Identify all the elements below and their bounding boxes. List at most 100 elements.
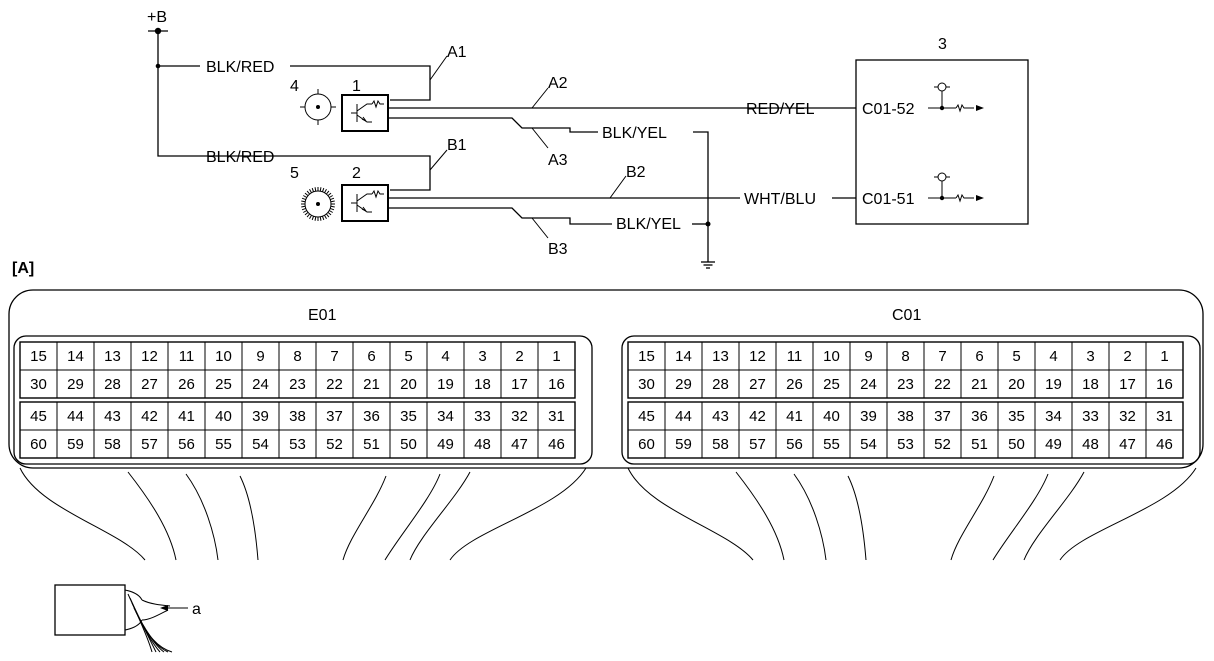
terminal-number: 56 xyxy=(178,436,195,453)
terminal-number: 9 xyxy=(864,348,872,365)
terminal-number: 43 xyxy=(104,408,121,425)
terminal-number: 38 xyxy=(897,408,914,425)
terminal-number: 36 xyxy=(971,408,988,425)
terminal-number: 52 xyxy=(934,436,951,453)
terminal-number: 14 xyxy=(67,348,84,365)
terminal-number: 57 xyxy=(749,436,766,453)
terminal-number: 40 xyxy=(823,408,840,425)
callout-a2: A2 xyxy=(548,75,568,92)
terminal-number: 33 xyxy=(1082,408,1099,425)
terminal-number: 3 xyxy=(1086,348,1094,365)
rotor-4 xyxy=(300,89,336,125)
supply-wire xyxy=(157,31,290,157)
terminal-number: 32 xyxy=(511,408,528,425)
connector-c01 xyxy=(621,335,1201,465)
component-label-3: 3 xyxy=(938,36,947,53)
terminal-number: 39 xyxy=(860,408,877,425)
terminal-number: 59 xyxy=(67,436,84,453)
ecm-pullup-lower xyxy=(928,172,984,203)
terminal-number: 25 xyxy=(823,376,840,393)
terminal-number: 23 xyxy=(897,376,914,393)
terminal-number: 44 xyxy=(675,408,692,425)
harness-legend: a xyxy=(54,584,201,653)
terminal-number: 5 xyxy=(1012,348,1020,365)
terminal-number: 35 xyxy=(1008,408,1025,425)
terminal-number: 18 xyxy=(1082,376,1099,393)
terminal-number: 10 xyxy=(823,348,840,365)
terminal-number: 40 xyxy=(215,408,232,425)
terminal-number: 51 xyxy=(363,436,380,453)
terminal-number: 50 xyxy=(1008,436,1025,453)
terminal-number: 18 xyxy=(474,376,491,393)
terminal-number: 21 xyxy=(363,376,380,393)
terminal-number: 15 xyxy=(638,348,655,365)
terminal-number: 13 xyxy=(712,348,729,365)
component-label-4: 4 xyxy=(290,78,299,95)
callout-b2: B2 xyxy=(626,164,646,181)
connector-e01 xyxy=(13,335,593,465)
terminal-number: 11 xyxy=(179,348,195,365)
terminal-number: 56 xyxy=(786,436,803,453)
component-label-2: 2 xyxy=(352,165,361,182)
terminal-number: 37 xyxy=(934,408,951,425)
terminal-number: 20 xyxy=(1008,376,1025,393)
terminal-number: 31 xyxy=(548,408,565,425)
terminal-number: 54 xyxy=(252,436,269,453)
terminal-number: 8 xyxy=(901,348,909,365)
terminal-number: 41 xyxy=(178,408,195,425)
terminal-number: 17 xyxy=(511,376,528,393)
terminal-number: 43 xyxy=(712,408,729,425)
terminal-number: 19 xyxy=(1045,376,1062,393)
wire-b1 xyxy=(290,155,431,191)
terminal-number: 12 xyxy=(141,348,158,365)
ground-wire xyxy=(693,131,709,262)
terminal-number: 54 xyxy=(860,436,877,453)
ground-symbol xyxy=(701,261,715,269)
legend-label-a: a xyxy=(192,601,201,618)
terminal-number: 19 xyxy=(437,376,454,393)
terminal-number: 45 xyxy=(30,408,47,425)
terminal-number: 13 xyxy=(104,348,121,365)
connector-name-c01: C01 xyxy=(892,307,921,324)
callout-a3: A3 xyxy=(548,152,568,169)
terminal-number: 39 xyxy=(252,408,269,425)
terminal-number: 4 xyxy=(1049,348,1057,365)
ecm-terminal-lower: C01-51 xyxy=(862,191,915,208)
terminal-number: 32 xyxy=(1119,408,1136,425)
terminal-number: 6 xyxy=(975,348,983,365)
terminal-number: 29 xyxy=(67,376,84,393)
terminal-number: 50 xyxy=(400,436,417,453)
callout-b1: B1 xyxy=(447,137,467,154)
terminal-number: 11 xyxy=(787,348,803,365)
terminal-number: 2 xyxy=(515,348,523,365)
component-label-1: 1 xyxy=(352,78,361,95)
terminal-number: 17 xyxy=(1119,376,1136,393)
terminal-number: 27 xyxy=(141,376,158,393)
terminal-number: 35 xyxy=(400,408,417,425)
terminal-number: 1 xyxy=(1160,348,1168,365)
terminal-number: 33 xyxy=(474,408,491,425)
ecm-pullup-upper xyxy=(928,82,984,113)
terminal-number: 28 xyxy=(104,376,121,393)
terminal-number: 38 xyxy=(289,408,306,425)
wire-label-a3: BLK/YEL xyxy=(602,125,667,142)
wire-a3 xyxy=(388,117,598,133)
terminal-number: 60 xyxy=(638,436,655,453)
terminal-number: 49 xyxy=(437,436,454,453)
terminal-number: 10 xyxy=(215,348,232,365)
terminal-number: 46 xyxy=(548,436,565,453)
terminal-number: 47 xyxy=(511,436,528,453)
component-label-5: 5 xyxy=(290,165,299,182)
wire-label-a1-feed: BLK/RED xyxy=(206,59,274,76)
terminal-number: 30 xyxy=(638,376,655,393)
ecm-terminal-upper: C01-52 xyxy=(862,101,915,118)
terminal-number: 48 xyxy=(474,436,491,453)
callout-b3: B3 xyxy=(548,241,568,258)
terminal-number: 20 xyxy=(400,376,417,393)
terminal-number: 36 xyxy=(363,408,380,425)
terminal-number: 37 xyxy=(326,408,343,425)
terminal-number: 41 xyxy=(786,408,803,425)
